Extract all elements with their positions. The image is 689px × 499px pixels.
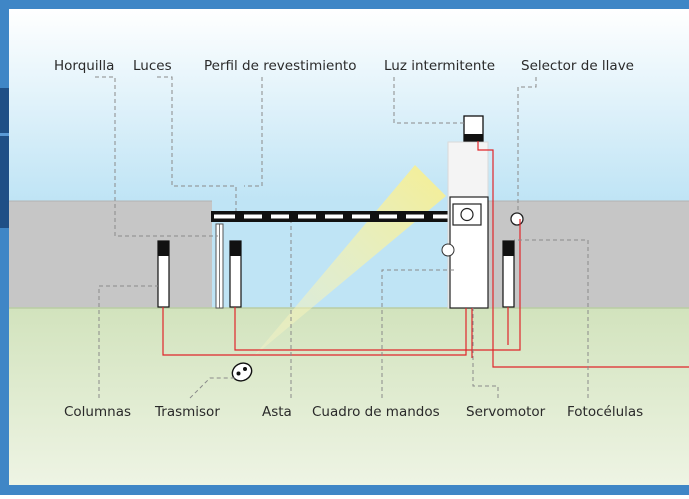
wiring xyxy=(162,141,689,368)
label-fotocelulas: Fotocélulas xyxy=(567,404,644,420)
sky xyxy=(9,9,689,201)
flashing-light-icon xyxy=(463,115,484,142)
boom-lights xyxy=(235,214,433,219)
label-asta: Asta xyxy=(262,404,292,420)
label-luz-intermitente: Luz intermitente xyxy=(384,58,496,74)
key-selector-icon xyxy=(510,212,524,226)
label-luces: Luces xyxy=(133,58,172,74)
photocell-column-left-2 xyxy=(229,240,242,308)
leader-lines xyxy=(95,76,589,399)
accent-tab xyxy=(0,88,9,228)
remote-transmitter-icon xyxy=(231,362,253,382)
label-perfil-revestimiento: Perfil de revestimiento xyxy=(204,58,357,74)
label-horquilla: Horquilla xyxy=(54,58,115,74)
boom-hub-pivot xyxy=(460,207,474,222)
ground xyxy=(9,308,689,485)
label-cuadro-mandos: Cuadro de mandos xyxy=(312,404,440,420)
photocell-column-right xyxy=(502,240,515,308)
wall-left xyxy=(9,201,212,308)
label-selector-llave: Selector de llave xyxy=(521,58,634,74)
label-columnas: Columnas xyxy=(64,404,132,420)
accent-tab-divider xyxy=(0,133,9,136)
cabinet-knob xyxy=(441,243,455,257)
boom-pole-inner xyxy=(214,214,454,219)
label-servomotor: Servomotor xyxy=(466,404,546,420)
label-trasmisor: Trasmisor xyxy=(155,404,220,420)
photocell-icon xyxy=(157,240,170,308)
